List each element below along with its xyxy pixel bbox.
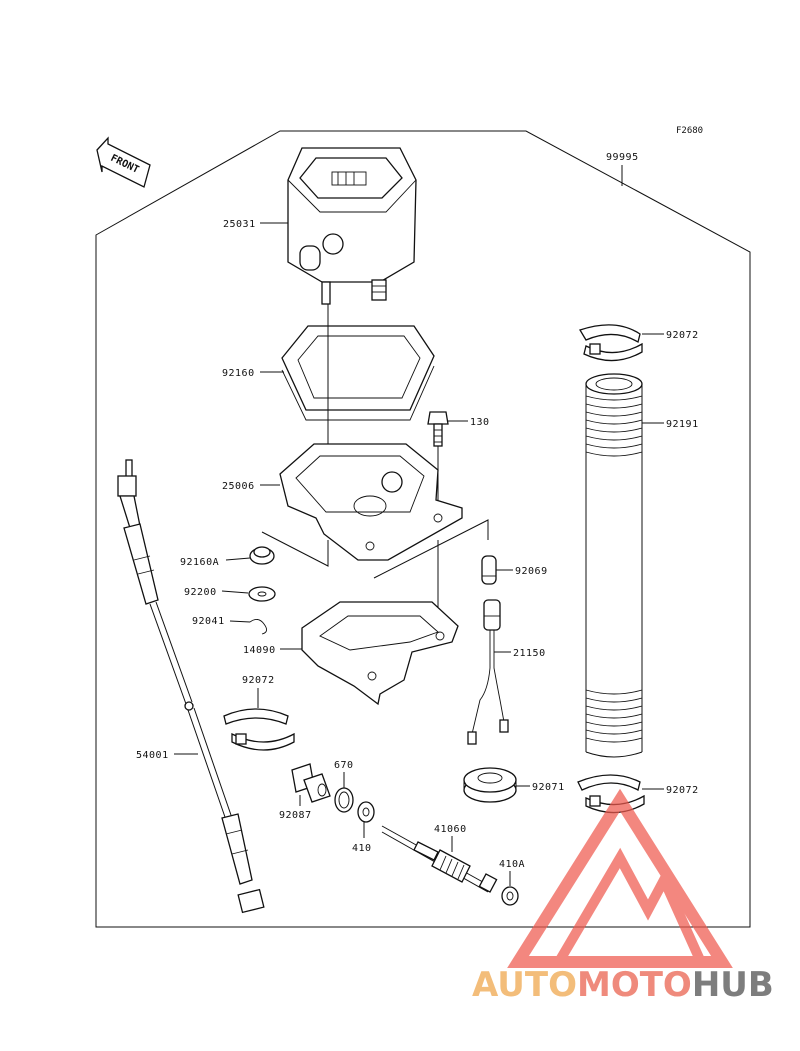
part-label-92160: 92160 <box>222 368 255 379</box>
clamp-92072-left <box>223 708 295 751</box>
watermark-moto: MOTO <box>577 965 692 1005</box>
part-label-410A: 410A <box>499 859 525 870</box>
seal-92071 <box>463 767 517 803</box>
clip-92041 <box>249 619 267 635</box>
part-label-130: 130 <box>470 417 490 428</box>
part-label-99995: 99995 <box>606 152 639 163</box>
watermark-logo <box>507 788 733 968</box>
part-label-92087: 92087 <box>279 810 312 821</box>
part-label-14090: 14090 <box>243 645 276 656</box>
part-label-41060: 41060 <box>434 824 467 835</box>
washer-410A <box>501 886 519 906</box>
washer-92200 <box>248 586 276 602</box>
part-label-92072-left: 92072 <box>242 675 275 686</box>
part-label-92041: 92041 <box>192 616 225 627</box>
part-label-92072-bottom: 92072 <box>666 785 699 796</box>
cover-14090 <box>301 601 459 706</box>
part-label-25006: 25006 <box>222 481 255 492</box>
speedometer-assembly <box>287 147 417 305</box>
o-ring-670 <box>334 787 354 813</box>
bulb-92069 <box>481 555 497 585</box>
figure-code: F2680 <box>676 126 703 136</box>
part-label-92069: 92069 <box>515 566 548 577</box>
washer-410 <box>357 801 375 823</box>
grommet-92160A <box>249 546 275 565</box>
front-arrow-icon: FRONT <box>96 136 151 188</box>
part-label-670: 670 <box>334 760 354 771</box>
part-label-92191: 92191 <box>666 419 699 430</box>
part-label-92072-top: 92072 <box>666 330 699 341</box>
svg-text:AUTOMOTOHUB: AUTOMOTOHUB <box>472 965 774 1005</box>
speedometer-cable-54001 <box>117 459 265 914</box>
fitting-92087 <box>291 763 331 803</box>
watermark-text: AUTOMOTOHUB <box>472 965 774 1005</box>
bolt-130 <box>427 411 449 447</box>
part-label-92160A: 92160A <box>180 557 219 568</box>
part-label-92200: 92200 <box>184 587 217 598</box>
part-label-92071: 92071 <box>532 782 565 793</box>
part-label-25031: 25031 <box>223 219 256 230</box>
gasket-92160 <box>281 325 435 421</box>
protector-tube-92191 <box>585 373 643 758</box>
diagram-frame <box>95 130 751 928</box>
part-label-21150: 21150 <box>513 648 546 659</box>
pinion-gear-41060 <box>381 825 498 893</box>
part-label-410: 410 <box>352 843 372 854</box>
meter-case-25006 <box>279 443 463 561</box>
watermark-hub: HUB <box>692 965 774 1005</box>
clamp-92072-top <box>579 324 643 362</box>
part-label-54001: 54001 <box>136 750 169 761</box>
socket-21150 <box>467 599 509 745</box>
watermark-auto: AUTO <box>472 965 577 1005</box>
